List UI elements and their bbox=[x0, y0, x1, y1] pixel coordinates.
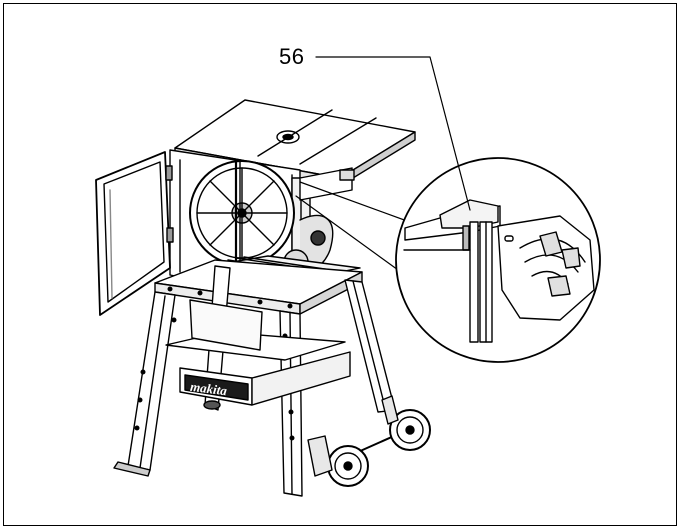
table-top bbox=[174, 99, 416, 187]
detail-content bbox=[403, 199, 595, 343]
makita-logo: makita bbox=[189, 379, 228, 398]
callout-56-leader bbox=[315, 56, 471, 211]
wheel-kit bbox=[307, 395, 431, 487]
stand-stretcher: makita bbox=[165, 299, 351, 410]
detail-magnifier bbox=[295, 157, 601, 363]
callout-number-56: 56 bbox=[279, 44, 305, 69]
open-door bbox=[95, 151, 174, 316]
